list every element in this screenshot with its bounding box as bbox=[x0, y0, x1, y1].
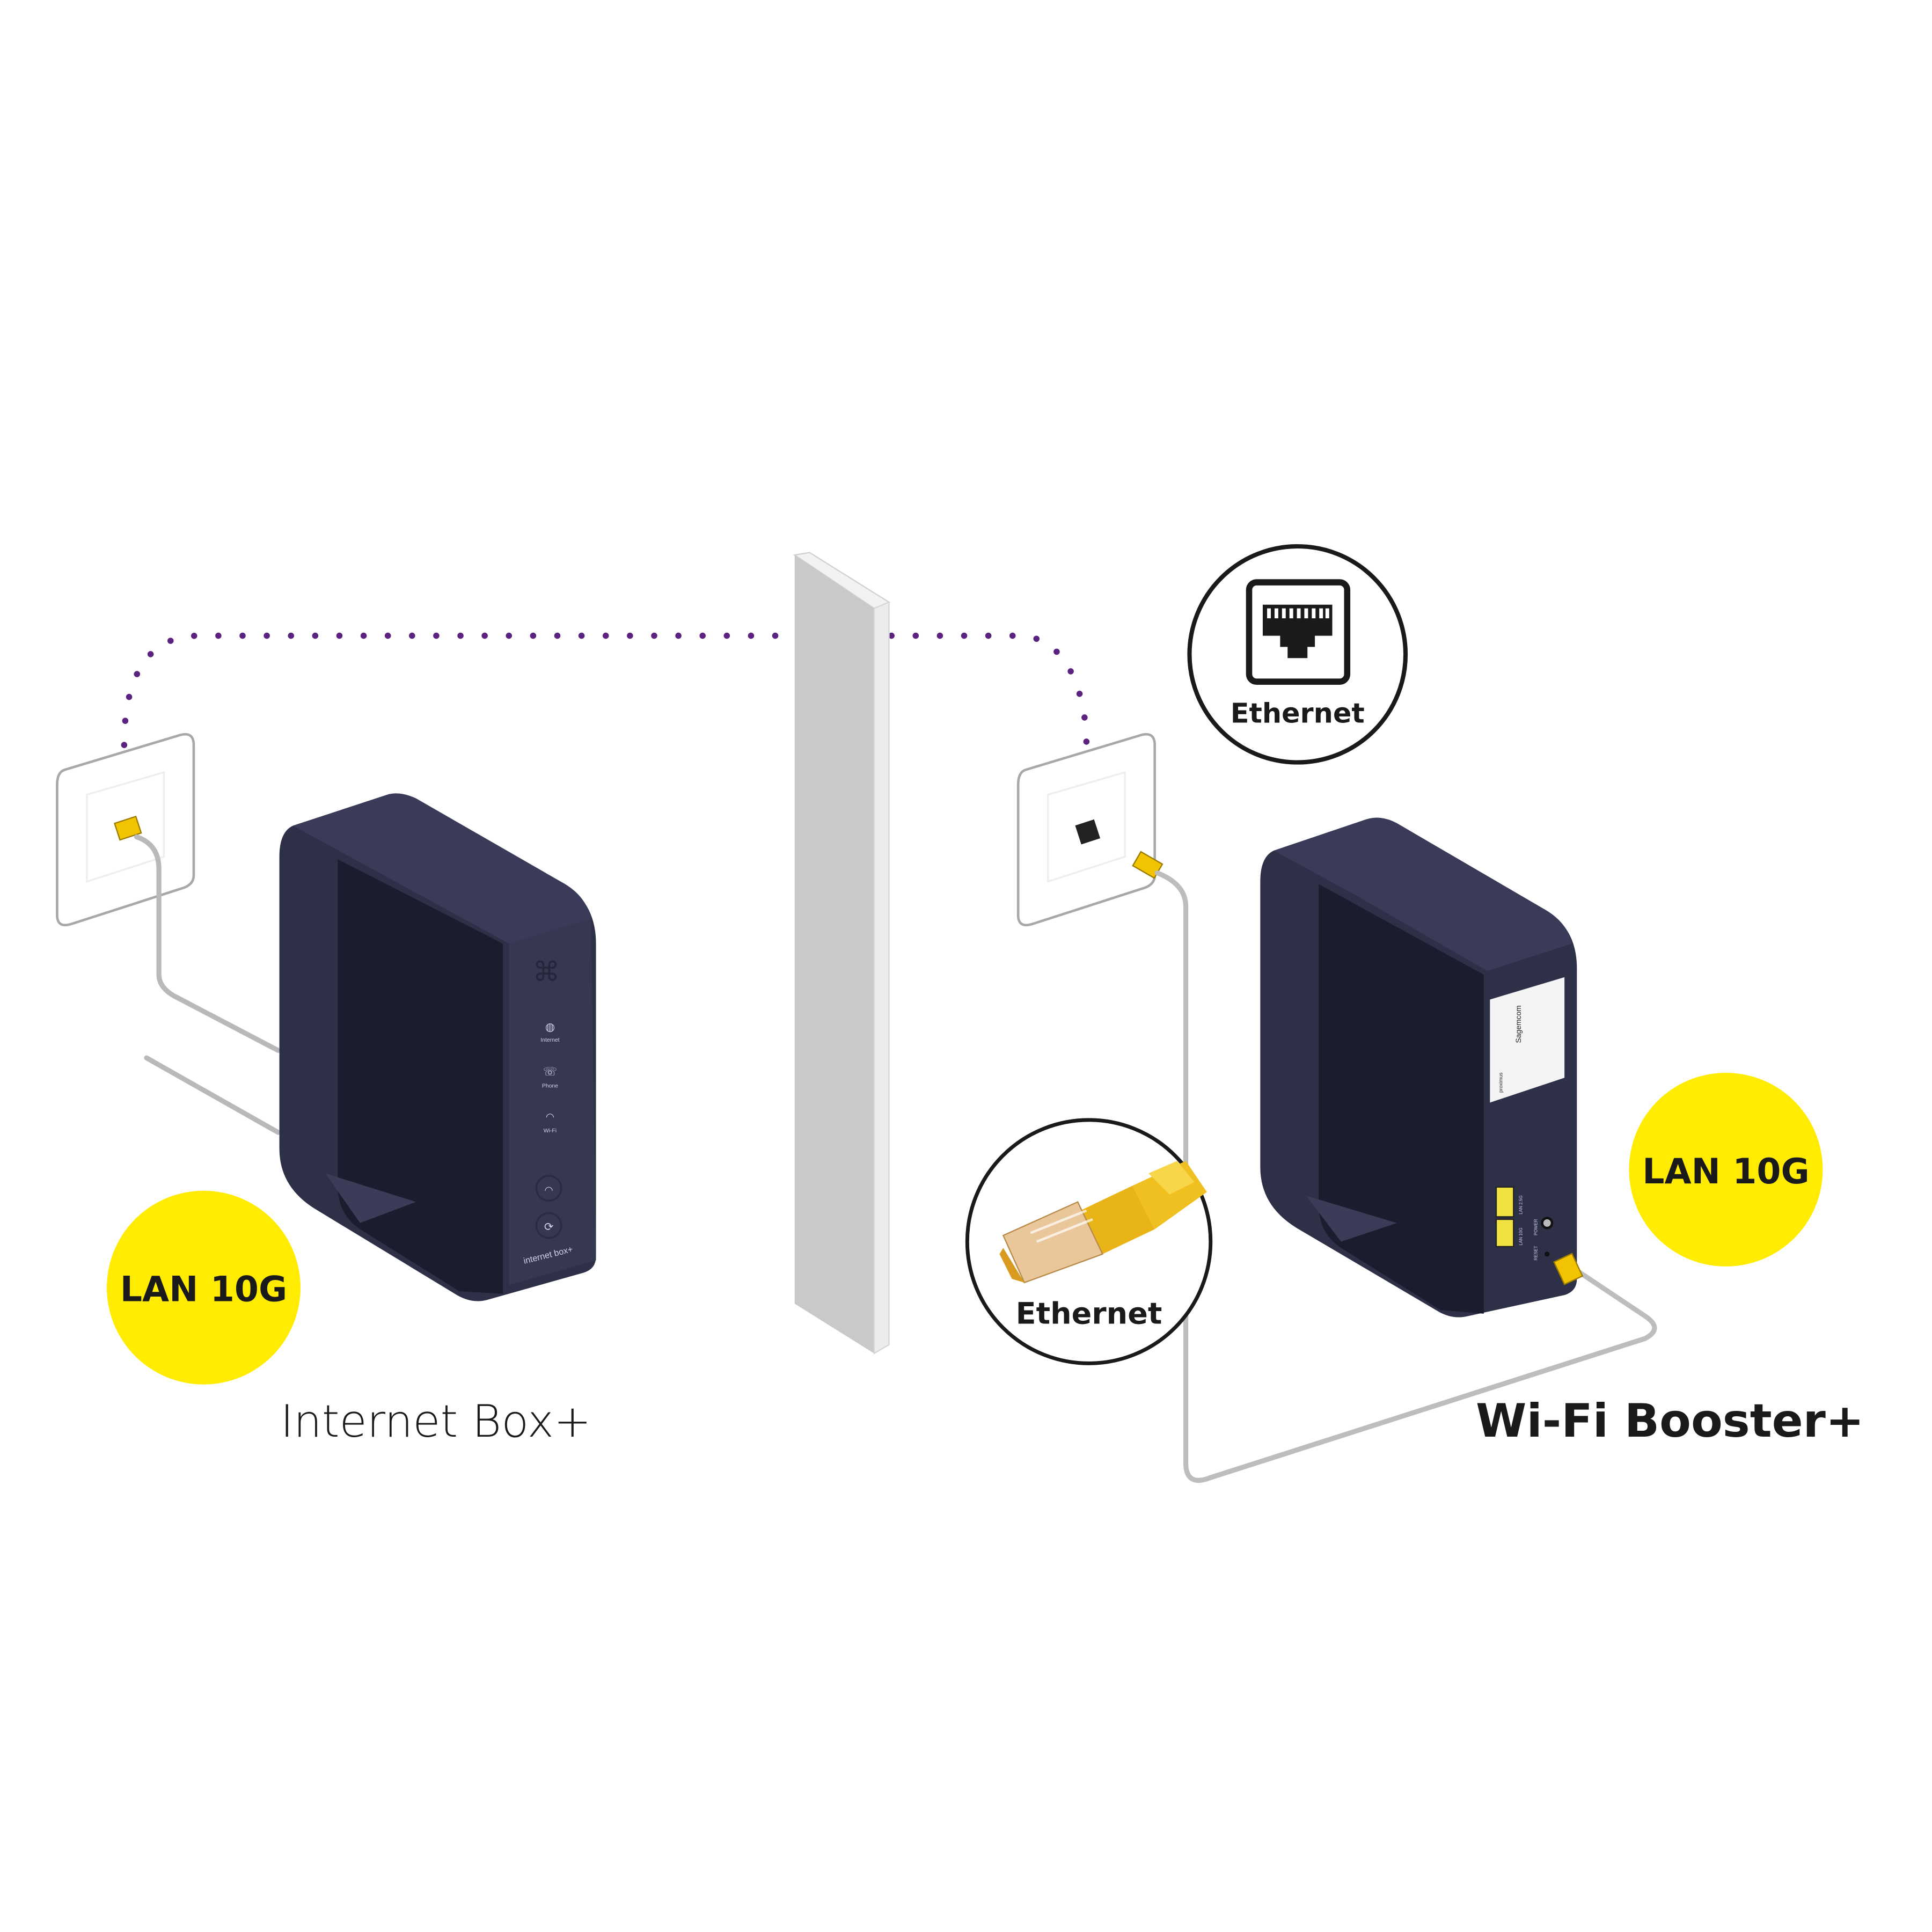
front-led-internet: ◍ Internet bbox=[540, 1021, 559, 1043]
label-brand: Sagemcom bbox=[1514, 1005, 1523, 1043]
front-led-phone: ☏ Phone bbox=[542, 1066, 558, 1089]
wifi-icon: ◠ bbox=[546, 1111, 554, 1122]
reset-button[interactable] bbox=[1545, 1252, 1550, 1257]
ethernet-cable-left bbox=[134, 834, 281, 1135]
proximus-logo-mark: ⌘ bbox=[533, 956, 560, 988]
internet-box-device: ⌘ ◍ Internet ☏ Phone ◠ Wi-Fi ◠ ⟳ interne… bbox=[279, 793, 596, 1301]
wall-socket-left bbox=[56, 733, 195, 927]
led-label: Phone bbox=[542, 1084, 558, 1089]
wall bbox=[793, 552, 891, 1355]
ethernet-port-icon bbox=[1246, 579, 1351, 685]
lan-10g-badge-left: LAN 10G bbox=[106, 1190, 301, 1385]
power-label: POWER bbox=[1533, 1219, 1538, 1235]
port-label: LAN 2.5G bbox=[1519, 1195, 1524, 1214]
ethernet-plug-yellow bbox=[114, 815, 142, 841]
ethernet-cable-callout: Ethernet bbox=[965, 1118, 1213, 1365]
wireless-link-dots bbox=[121, 632, 1090, 748]
badge-label: LAN 10G bbox=[1642, 1152, 1809, 1192]
wall-socket-right bbox=[1016, 733, 1163, 927]
port-label: LAN 10G bbox=[1519, 1227, 1524, 1245]
ethernet-cable-icon bbox=[999, 1161, 1207, 1284]
ethernet-plug-yellow bbox=[1553, 1253, 1584, 1285]
lan-10g-port[interactable] bbox=[1495, 1218, 1514, 1248]
wifi-booster-label: Wi-Fi Booster+ bbox=[1476, 1395, 1864, 1448]
ethernet-cable-right bbox=[1154, 870, 1657, 1483]
ethernet-socket bbox=[1075, 819, 1101, 845]
label-operator: proximus bbox=[1498, 1072, 1503, 1093]
callout-label: Ethernet bbox=[1231, 698, 1365, 730]
power-jack[interactable] bbox=[1541, 1217, 1554, 1230]
sync-button[interactable] bbox=[535, 1212, 562, 1239]
callout-label: Ethernet bbox=[1016, 1296, 1162, 1331]
wifi-icon: ◠ bbox=[545, 1184, 553, 1195]
front-led-wifi: ◠ Wi-Fi bbox=[544, 1111, 557, 1134]
lan-2-5g-port[interactable] bbox=[1495, 1186, 1514, 1218]
wifi-button[interactable] bbox=[535, 1175, 562, 1202]
badge-label: LAN 10G bbox=[120, 1270, 287, 1310]
sync-icon: ⟳ bbox=[544, 1221, 554, 1233]
product-label-sticker bbox=[1490, 977, 1565, 1103]
reset-label: RESET bbox=[1533, 1246, 1538, 1260]
internet-box-label: Internet Box+ bbox=[281, 1395, 591, 1447]
led-label: Internet bbox=[540, 1037, 559, 1043]
wifi-booster-device: Sagemcom proximus LAN 10G LAN 2.5G POWER… bbox=[1260, 817, 1584, 1318]
lan-10g-badge-right: LAN 10G bbox=[1629, 1072, 1823, 1267]
led-label: Wi-Fi bbox=[544, 1128, 557, 1134]
globe-icon: ◍ bbox=[545, 1021, 555, 1033]
phone-icon: ☏ bbox=[543, 1066, 557, 1078]
ethernet-port-callout: Ethernet bbox=[1187, 544, 1408, 765]
